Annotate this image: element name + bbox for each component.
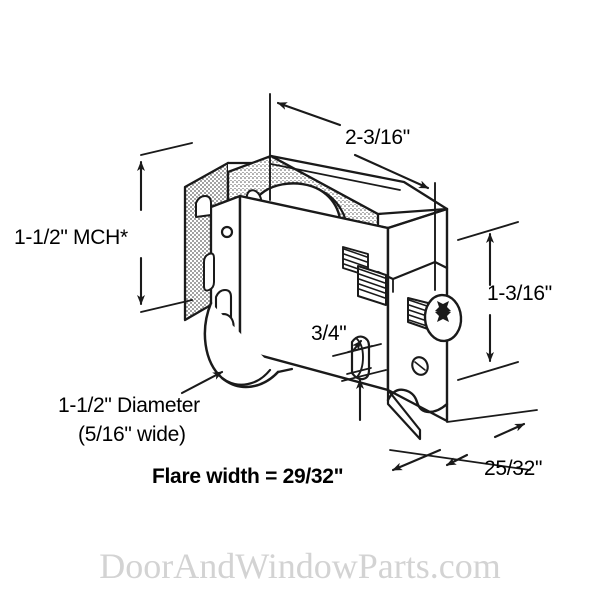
dimension-label-diameter-width: (5/16" wide) [78, 423, 186, 446]
dimension-label-diameter: 1-1/2" Diameter [58, 394, 200, 417]
dim-flare-leader [391, 448, 442, 472]
part-geometry [183, 154, 463, 441]
screw-drive-glyph [435, 301, 451, 322]
rivet-hole [411, 356, 429, 376]
dimension-label-right-height: 1-3/16" [487, 282, 552, 305]
dim-depth [389, 409, 538, 471]
dimension-label-depth: 25/32" [484, 457, 543, 480]
bottom-flare-contour [386, 388, 449, 414]
dim-right-height [457, 221, 519, 381]
dimension-label-left-height: 1-1/2" MCH* [14, 226, 128, 249]
dim-roller-thickness [332, 339, 387, 422]
dimension-lines [137, 93, 538, 472]
dimension-label-top-width: 2-3/16" [345, 126, 410, 149]
site-watermark: DoorAndWindowParts.com [99, 546, 501, 586]
dim-top-width [269, 93, 436, 291]
dimension-label-flare-width: Flare width = 29/32" [152, 465, 344, 488]
inner-coil-spring [357, 265, 387, 306]
dimension-label-roller-thickness: 3/4" [311, 322, 347, 345]
dim-diameter-leader [180, 370, 224, 395]
dim-left-height [137, 142, 193, 313]
adjustment-screw [407, 293, 463, 343]
